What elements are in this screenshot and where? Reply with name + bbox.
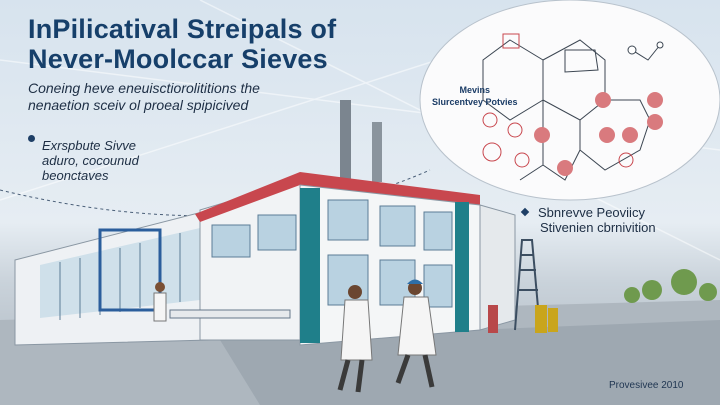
molecule-bubble bbox=[419, 0, 720, 201]
roof bbox=[195, 172, 480, 222]
trees bbox=[624, 269, 717, 303]
bullet-text: Exrspbute Sivve aduro, cocounud beonctav… bbox=[42, 138, 139, 183]
bullet-line: aduro, cocounud bbox=[42, 153, 139, 168]
right-bullet-line: Stivenien cbrnivition bbox=[540, 220, 656, 235]
right-bullet-text: Sbnrevve Peoviicy Stivenien cbrnivition bbox=[538, 205, 656, 235]
molecule-atoms bbox=[534, 92, 663, 176]
bullet-dot-icon bbox=[28, 135, 35, 142]
barrels bbox=[488, 305, 558, 333]
bubble-label: Mevins Slurcentvey Potvies bbox=[432, 84, 518, 108]
subtitle-line: nenaetion sceiv ol proeal spipicived bbox=[28, 97, 249, 113]
subtitle: Coneing heve eneuisctiorolititions the n… bbox=[28, 80, 260, 114]
subtitle-line: Coneing heve eneuisctiorolititions the bbox=[28, 80, 260, 96]
virus-icons bbox=[482, 112, 634, 168]
industrial-tower bbox=[514, 239, 541, 331]
molecule-diagram bbox=[482, 33, 651, 181]
scientist bbox=[153, 279, 437, 393]
footer-text: Provesivee 2010 bbox=[609, 380, 684, 391]
bubble-label-line: Slurcentvey Potvies bbox=[432, 97, 518, 107]
bullet-line: beonctaves bbox=[42, 168, 109, 183]
chimney bbox=[372, 122, 382, 182]
bullet-line: Exrspbute Sivve bbox=[42, 138, 136, 153]
right-bullet-line: Sbnrevve Peoviicy bbox=[538, 205, 645, 220]
title-line: InPilicatival Streipals of bbox=[28, 14, 337, 44]
title-line: Never-Moolccar Sieves bbox=[28, 44, 328, 74]
page-title: InPilicatival Streipals of Never-Moolcca… bbox=[28, 14, 336, 74]
chimney bbox=[340, 100, 351, 180]
bubble-label-line: Mevins bbox=[459, 85, 491, 95]
